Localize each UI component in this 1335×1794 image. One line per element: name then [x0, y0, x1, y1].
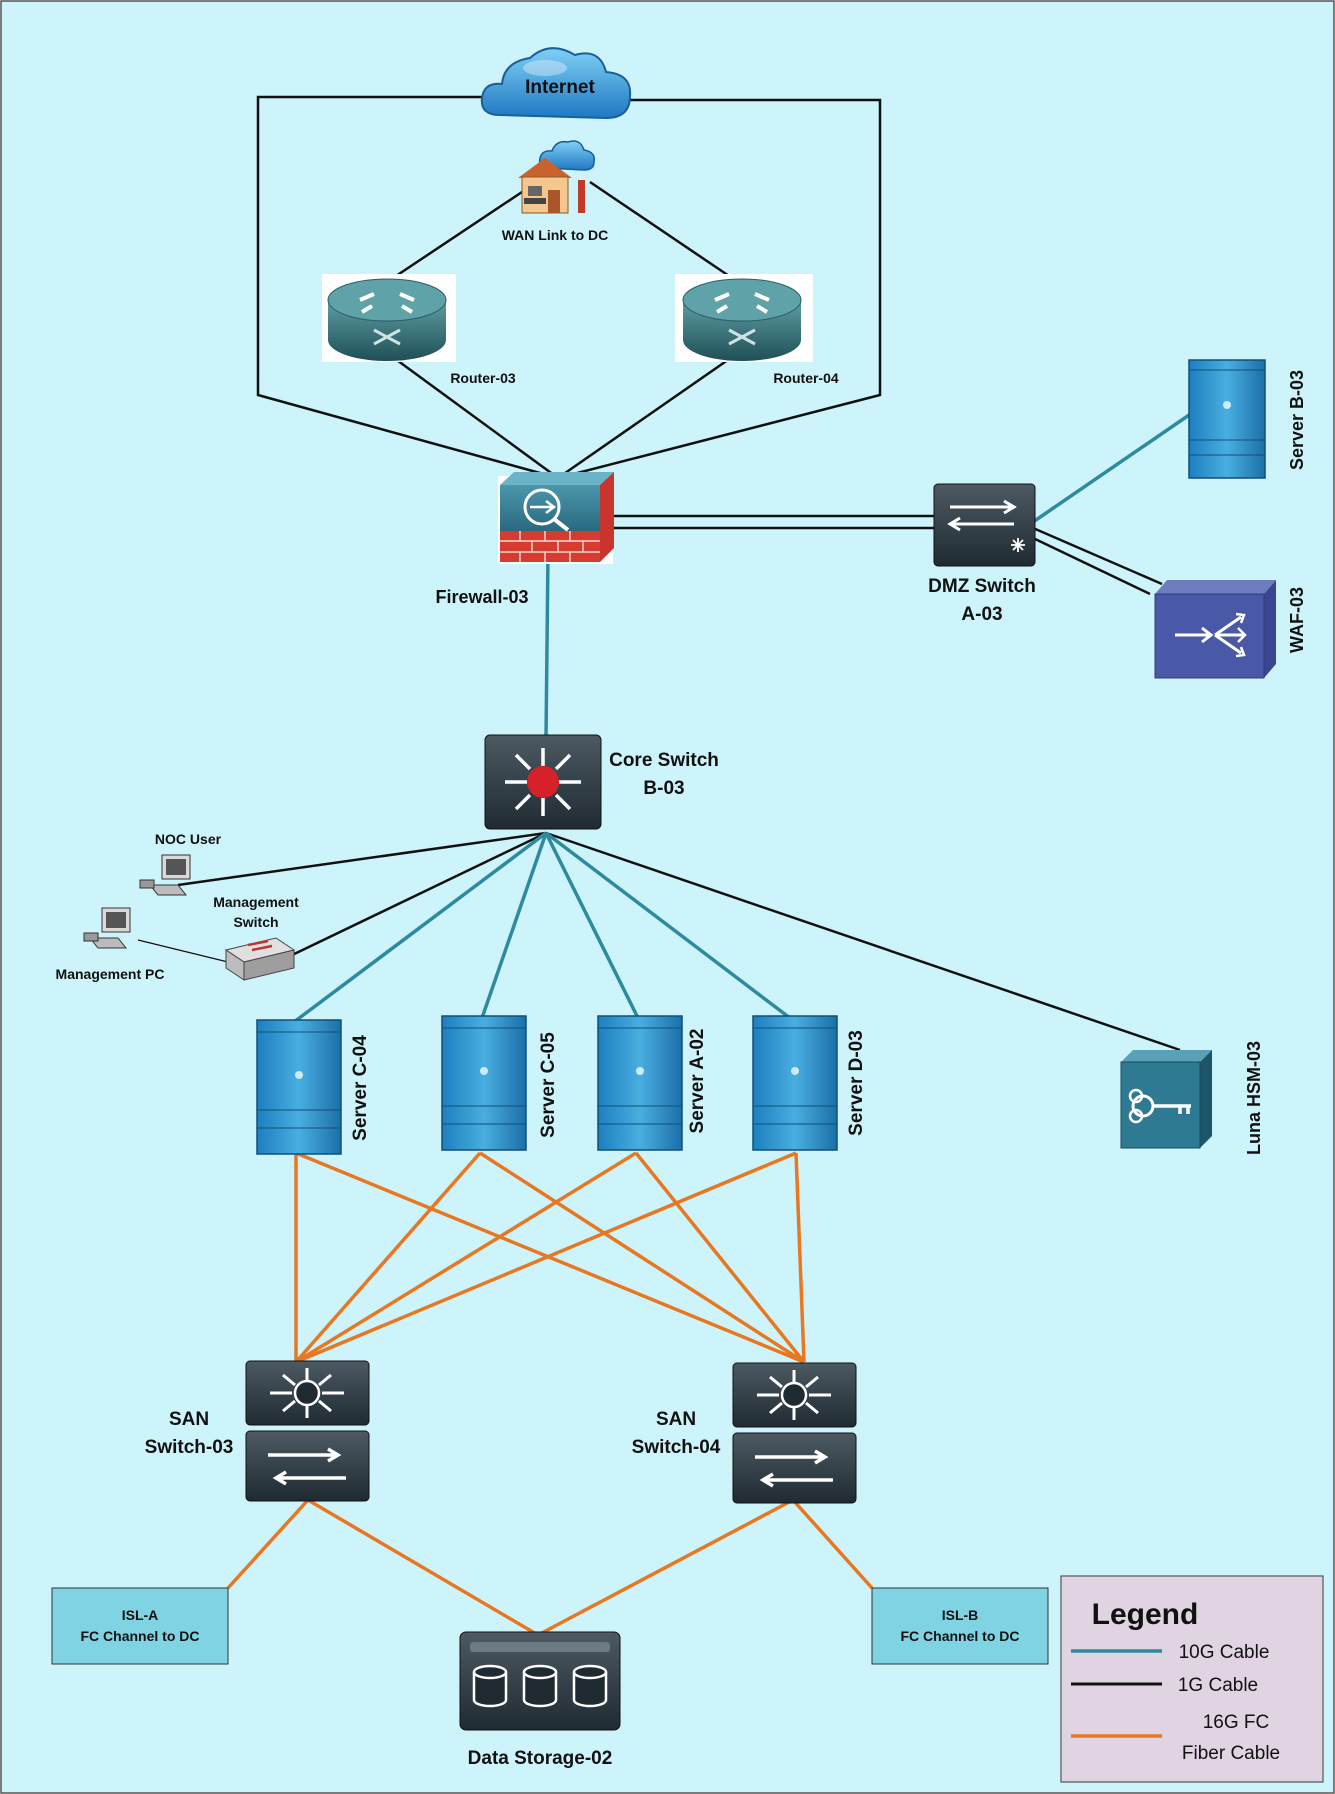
wan-link-label: WAN Link to DC: [502, 227, 609, 243]
cable-core-serverC05: [480, 832, 548, 1019]
internet-label: Internet: [525, 77, 595, 98]
cable-wan-router04: [589, 180, 736, 282]
cable-internet-firewall-right: [557, 98, 882, 480]
cable-core-serverC04: [292, 831, 548, 1024]
legend-label-fc-line2: Fiber Cable: [1182, 1743, 1280, 1764]
cable-mgmt-pc-switch: [137, 939, 229, 963]
cable-firewall-core: [544, 552, 550, 739]
management-switch-icon: [224, 937, 296, 981]
cable-san03-isla: [226, 1498, 310, 1590]
isl-a-label-line1: ISL-A: [122, 1607, 159, 1623]
isl-b-box: [871, 1587, 1049, 1665]
waf-icon: [1154, 580, 1276, 679]
legend-box: [1060, 1575, 1324, 1783]
cable-san03-storage: [307, 1498, 539, 1637]
cables-10g: [292, 411, 1193, 1024]
workstation-icon: [83, 907, 131, 949]
san-switch-03-label-line2: Switch-03: [145, 1437, 234, 1458]
serverB03-label: Server B-03: [1287, 370, 1307, 470]
cable-core-mgmt-switch: [287, 831, 547, 959]
cable-internet-firewall-left: [256, 95, 559, 480]
legend-label-1g: 1G Cable: [1178, 1675, 1258, 1696]
legend: Legend 10G Cable 1G Cable 16G FC Fiber C…: [1060, 1575, 1324, 1783]
cable-dmz-serverB03: [1032, 411, 1193, 524]
core-switch-label-line2: B-03: [643, 778, 684, 799]
switch-icon: [933, 483, 1036, 567]
san-switch-icon: [245, 1360, 370, 1502]
storage-label: Data Storage-02: [468, 1748, 613, 1769]
san-switch-04-label-line1: SAN: [656, 1409, 696, 1430]
cable-core-hsm: [545, 831, 1181, 1052]
cloud-icon: [480, 47, 632, 120]
isl-b-label-line1: ISL-B: [942, 1607, 979, 1623]
cable-core-noc: [177, 831, 547, 887]
noc-user-label: NOC User: [155, 831, 222, 847]
cable-dmz-waf-1: [1032, 526, 1163, 586]
router-icon: [675, 274, 813, 362]
serverA02-label: Server A-02: [687, 1029, 708, 1134]
san-switch-04-label-line2: Switch-04: [632, 1437, 721, 1458]
firewall-icon: [498, 472, 614, 564]
workstation-icon: [139, 854, 191, 896]
cable-core-serverA02: [544, 832, 640, 1019]
core-switch-icon: [484, 734, 602, 830]
dmz-switch-label-line2: A-03: [961, 604, 1002, 625]
isl-a-box: [51, 1587, 229, 1665]
legend-label-10g: 10G Cable: [1179, 1642, 1270, 1663]
legend-label-fc-line1: 16G FC: [1203, 1712, 1270, 1733]
cable-san04-islb: [791, 1498, 874, 1590]
hsm-label: Luna HSM-03: [1244, 1041, 1264, 1155]
server-icon: [441, 1015, 527, 1151]
server-icon: [597, 1015, 683, 1151]
core-switch-label-line1: Core Switch: [609, 750, 719, 771]
management-switch-label-line1: Management: [213, 894, 299, 910]
router04-label: Router-04: [773, 370, 839, 386]
storage-icon: [459, 1631, 621, 1731]
cable-dmz-waf-2: [1032, 536, 1151, 596]
hsm-key-icon: [1120, 1050, 1212, 1149]
management-switch-label-line2: Switch: [233, 914, 278, 930]
cable-router04-firewall: [557, 353, 736, 480]
management-pc-label: Management PC: [56, 966, 165, 982]
san-switch-03-label-line1: SAN: [169, 1409, 209, 1430]
router-icon: [322, 274, 456, 362]
house-cloud-icon: [518, 140, 596, 214]
server-icon: [1188, 359, 1266, 479]
router03-label: Router-03: [450, 370, 516, 386]
serverC04-label: Server C-04: [350, 1035, 371, 1141]
firewall-label: Firewall-03: [435, 587, 528, 607]
isl-a-label-line2: FC Channel to DC: [81, 1628, 200, 1644]
serverC05-label: Server C-05: [538, 1032, 559, 1138]
waf-label: WAF-03: [1287, 587, 1307, 653]
cables-16g-fc: [226, 1151, 874, 1637]
dmz-switch-label-line1: DMZ Switch: [928, 576, 1036, 597]
cable-router03-firewall: [389, 353, 559, 480]
cable-wan-router03: [389, 180, 538, 282]
serverD03-label: Server D-03: [846, 1030, 867, 1136]
san-switch-icon: [732, 1362, 857, 1504]
cable-san04-storage: [537, 1498, 794, 1637]
legend-title: Legend: [1092, 1598, 1199, 1631]
server-icon: [752, 1015, 838, 1151]
isl-b-label-line2: FC Channel to DC: [901, 1628, 1020, 1644]
cable-core-serverD03: [544, 831, 792, 1020]
server-icon: [256, 1019, 342, 1155]
cables-1g: [177, 95, 1181, 1052]
